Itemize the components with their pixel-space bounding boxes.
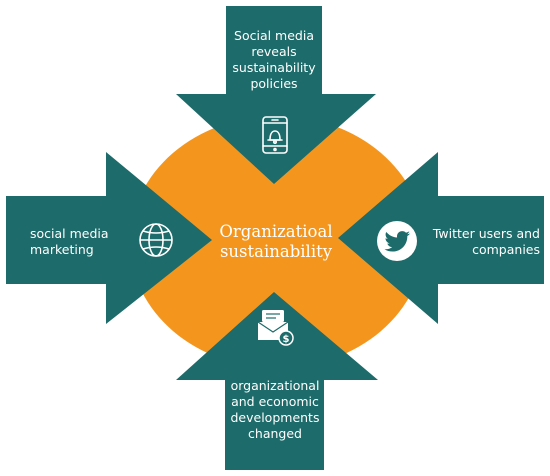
label-line: developments [230, 410, 320, 425]
dollar-sign: $ [283, 334, 290, 345]
label-line: changed [248, 426, 302, 441]
label-line: sustainability [232, 60, 316, 75]
label-line: policies [250, 76, 298, 91]
bottom-arrow [176, 292, 378, 470]
center-label-line: Organizatioal [219, 222, 333, 241]
document-money-icon: $ [257, 310, 294, 346]
bottom-arrow-label: organizational and economic developments… [224, 378, 326, 442]
left-arrow-label: social media marketing [30, 226, 130, 258]
center-label-line: sustainability [219, 242, 333, 261]
top-arrow [176, 6, 376, 184]
globe-icon [139, 223, 173, 257]
label-line: and economic [231, 394, 319, 409]
label-line: Twitter users and [432, 226, 540, 241]
left-arrow [6, 152, 212, 324]
smartphone-notification-icon [262, 116, 288, 154]
orange-circle [130, 116, 424, 368]
center-label: Organizatioal sustainability [206, 222, 346, 262]
label-line: reveals [251, 44, 297, 59]
label-line: marketing [30, 242, 94, 257]
label-line: social media [30, 226, 109, 241]
twitter-bird-icon [377, 221, 417, 261]
right-arrow [338, 152, 544, 324]
label-line: Social media [234, 28, 314, 43]
top-arrow-label: Social media reveals sustainability poli… [226, 28, 322, 92]
label-line: companies [472, 242, 540, 257]
right-arrow-label: Twitter users and companies [432, 226, 540, 258]
label-line: organizational [230, 378, 320, 393]
